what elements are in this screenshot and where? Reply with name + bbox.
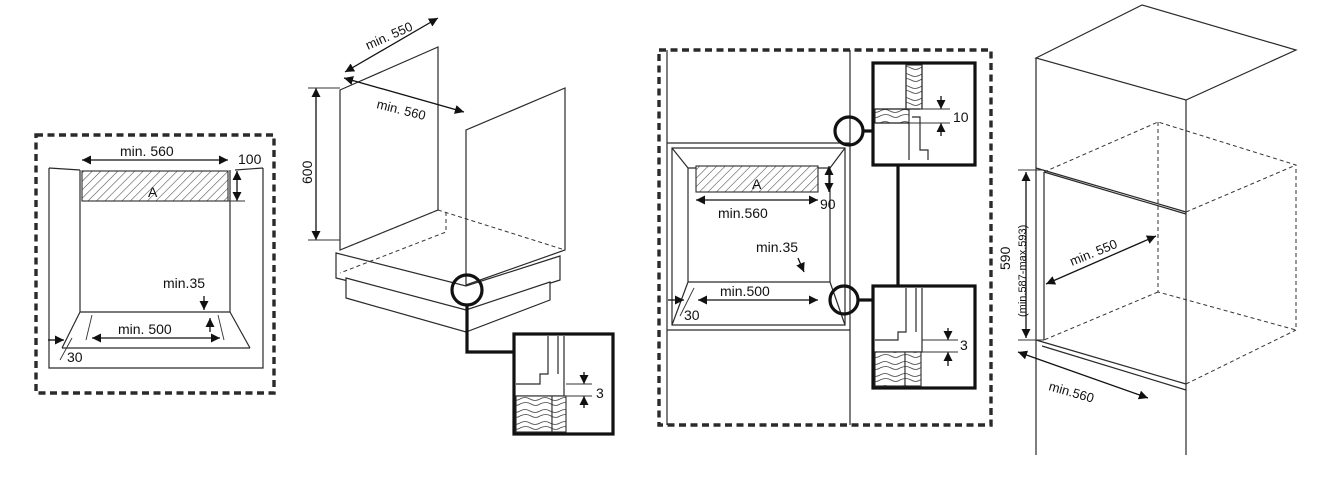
fig1-cross-section: A min. 560 100 min.35 min. 500 30 [34,133,276,395]
fig3-label-a: A [752,176,762,192]
fig4-label-590: 590 [997,246,1013,270]
fig2-dim-550 [344,17,439,73]
fig4-dim-550 [1045,235,1157,285]
fig4-isometric-tall-cabinet: min. 550 590 (min.587-max.593) min.560 [997,4,1298,455]
fig2-plinth [335,252,561,311]
fig1-label-min35: min.35 [163,275,205,291]
fig2-zoom-leader [465,305,514,354]
fig1-cabinet-walls [48,167,264,369]
fig1-label-500: min. 500 [118,321,172,337]
fig3-zoom-circle-top [833,115,865,147]
fig4-dim-560 [1017,350,1149,400]
fig2-label-3: 3 [596,385,604,401]
fig3-tall-cabinet-section: A 90 min.560 min.35 min.500 30 10 [657,48,993,427]
fig4-label-range: (min.587-max.593) [1017,225,1029,317]
fig3-label-3: 3 [960,337,968,353]
fig3-label-560: min.560 [718,205,768,221]
fig1-label-100: 100 [238,151,262,167]
fig1-niche [61,170,251,349]
fig3-label-500: min.500 [720,283,770,299]
fig4-niche-dashed [1043,121,1297,385]
fig3-label-30: 30 [684,307,700,323]
fig2-label-600: 600 [299,160,315,184]
fig2-left-panel [339,46,439,251]
fig3-zoom-circle-bottom [828,284,860,316]
fig1-label-a: A [148,184,158,200]
fig3-detail-top [871,61,977,167]
fig1-floor-edge [85,314,225,341]
fig3-area-a [695,165,819,193]
fig2-floor-dashed [339,209,566,274]
fig2-detail-wood [515,395,553,433]
fig1-area-a [81,170,229,202]
fig3-cabinet-frame [657,48,993,427]
fig4-top-box [1034,4,1298,212]
fig3-label-min35: min.35 [756,239,798,255]
fig2-right-panel [465,87,566,286]
fig2-dim-560 [343,76,465,114]
fig3-detail-bottom [871,284,977,390]
fig3-dim-35 [796,257,805,273]
fig2-isometric-cabinet: min. 550 min. 560 600 3 [299,17,615,436]
fig1-cabinet-frame [34,133,276,395]
fig1-label-30: 30 [67,349,83,365]
fig4-label-560: min.560 [1047,378,1096,405]
fig1-label-560: min. 560 [120,143,174,159]
fig3-label-10: 10 [953,109,969,125]
fig2-label-550: min. 550 [363,19,415,53]
fig3-label-90: 90 [820,196,836,212]
fig2-detail-box [512,332,615,436]
